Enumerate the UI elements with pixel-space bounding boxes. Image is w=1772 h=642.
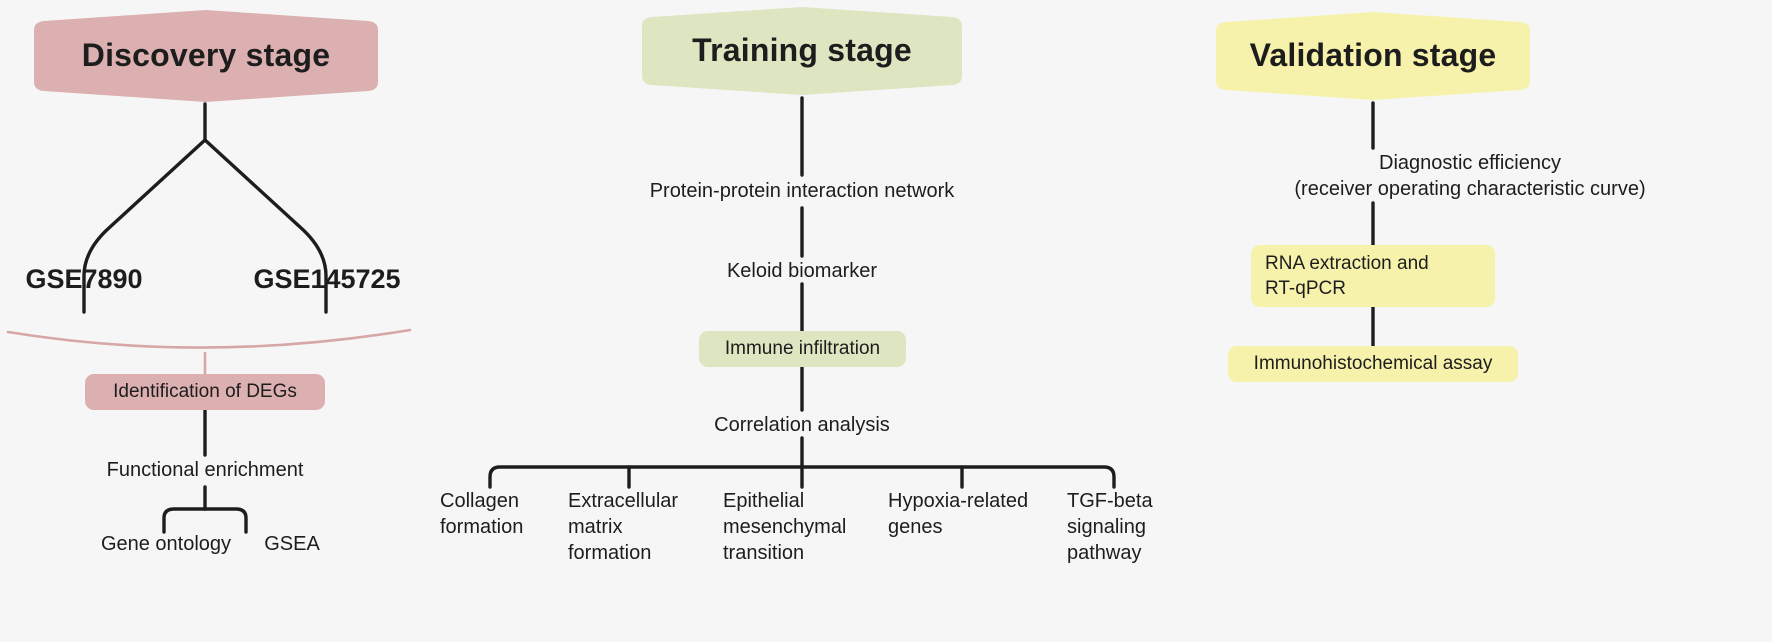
node-diagnostic-efficiency-line2: (receiver operating characteristic curve… (1294, 178, 1646, 200)
banner-hexagon-shape (642, 7, 962, 95)
node-identification-of-degs-label: Identification of DEGs (113, 381, 297, 403)
stage-banner-training-label: Training stage (692, 32, 912, 69)
node-keloid-biomarker[interactable]: Keloid biomarker (672, 258, 932, 284)
node-collagen-formation-line2: formation (440, 516, 524, 538)
node-gene-ontology-label: Gene ontology (100, 533, 232, 555)
node-diagnostic-efficiency-line1: Diagnostic efficiency (1379, 152, 1561, 174)
node-tgf-line3: pathway (1067, 542, 1142, 564)
node-gse7890[interactable]: GSE7890 (4, 262, 164, 297)
node-emt-line2: mesenchymal (723, 516, 847, 538)
node-extracellular-matrix-formation[interactable]: Extracellular matrix formation (568, 488, 710, 566)
node-identification-of-degs[interactable]: Identification of DEGs (85, 374, 325, 410)
node-rna-line2: RT-qPCR (1265, 278, 1346, 299)
node-tgf-beta-signaling-pathway[interactable]: TGF-beta signaling pathway (1067, 488, 1183, 566)
node-immunohistochemical-assay[interactable]: Immunohistochemical assay (1228, 346, 1518, 382)
node-correlation-analysis-label: Correlation analysis (714, 414, 890, 436)
stage-banner-validation[interactable]: Validation stage (1204, 10, 1542, 102)
stage-banner-validation-label: Validation stage (1249, 37, 1497, 74)
edge-datasets-merge-arc (6, 328, 412, 349)
node-ecm-line3: formation (568, 542, 652, 564)
node-collagen-formation[interactable]: Collagen formation (440, 488, 564, 540)
node-gse145725[interactable]: GSE145725 (236, 262, 418, 297)
edge-functional-brace (162, 507, 248, 534)
node-emt-line1: Epithelial (723, 490, 805, 512)
node-gene-ontology[interactable]: Gene ontology (78, 531, 254, 557)
node-hypoxia-line2: genes (888, 516, 943, 538)
stage-banner-training[interactable]: Training stage (630, 5, 974, 97)
node-functional-enrichment[interactable]: Functional enrichment (80, 457, 330, 483)
node-hypoxia-related-genes[interactable]: Hypoxia-related genes (888, 488, 1048, 540)
node-emt-line3: transition (723, 542, 805, 564)
node-ecm-line2: matrix (568, 516, 623, 538)
banner-hexagon-shape (34, 10, 378, 102)
stage-banner-discovery-label: Discovery stage (81, 37, 331, 74)
edge-correlation-brace (488, 465, 1116, 489)
node-collagen-formation-line1: Collagen (440, 490, 519, 512)
node-rna-extraction-rt-qpcr[interactable]: RNA extraction and RT-qPCR (1251, 245, 1495, 307)
node-gse7890-label: GSE7890 (25, 264, 143, 294)
node-hypoxia-line1: Hypoxia-related (888, 490, 1029, 512)
node-immunohistochemical-assay-label: Immunohistochemical assay (1253, 353, 1493, 375)
node-ppi-network[interactable]: Protein-protein interaction network (602, 178, 1002, 204)
node-tgf-line2: signaling (1067, 516, 1146, 538)
node-correlation-analysis[interactable]: Correlation analysis (682, 412, 922, 438)
node-ecm-line1: Extracellular (568, 490, 679, 512)
node-ppi-network-label: Protein-protein interaction network (649, 180, 955, 202)
stage-banner-discovery[interactable]: Discovery stage (22, 8, 390, 104)
node-tgf-line1: TGF-beta (1067, 490, 1153, 512)
node-keloid-biomarker-label: Keloid biomarker (726, 260, 878, 282)
node-gse145725-label: GSE145725 (253, 264, 401, 294)
node-immune-infiltration-label: Immune infiltration (724, 338, 881, 360)
banner-hexagon-shape (1216, 12, 1530, 100)
node-gsea[interactable]: GSEA (252, 531, 332, 557)
node-epithelial-mesenchymal-transition[interactable]: Epithelial mesenchymal transition (723, 488, 875, 566)
node-gsea-label: GSEA (264, 533, 320, 555)
node-diagnostic-efficiency[interactable]: Diagnostic efficiency (receiver operatin… (1168, 150, 1772, 202)
node-rna-line1: RNA extraction and (1265, 252, 1429, 274)
node-immune-infiltration[interactable]: Immune infiltration (699, 331, 906, 367)
node-functional-enrichment-label: Functional enrichment (106, 459, 304, 481)
